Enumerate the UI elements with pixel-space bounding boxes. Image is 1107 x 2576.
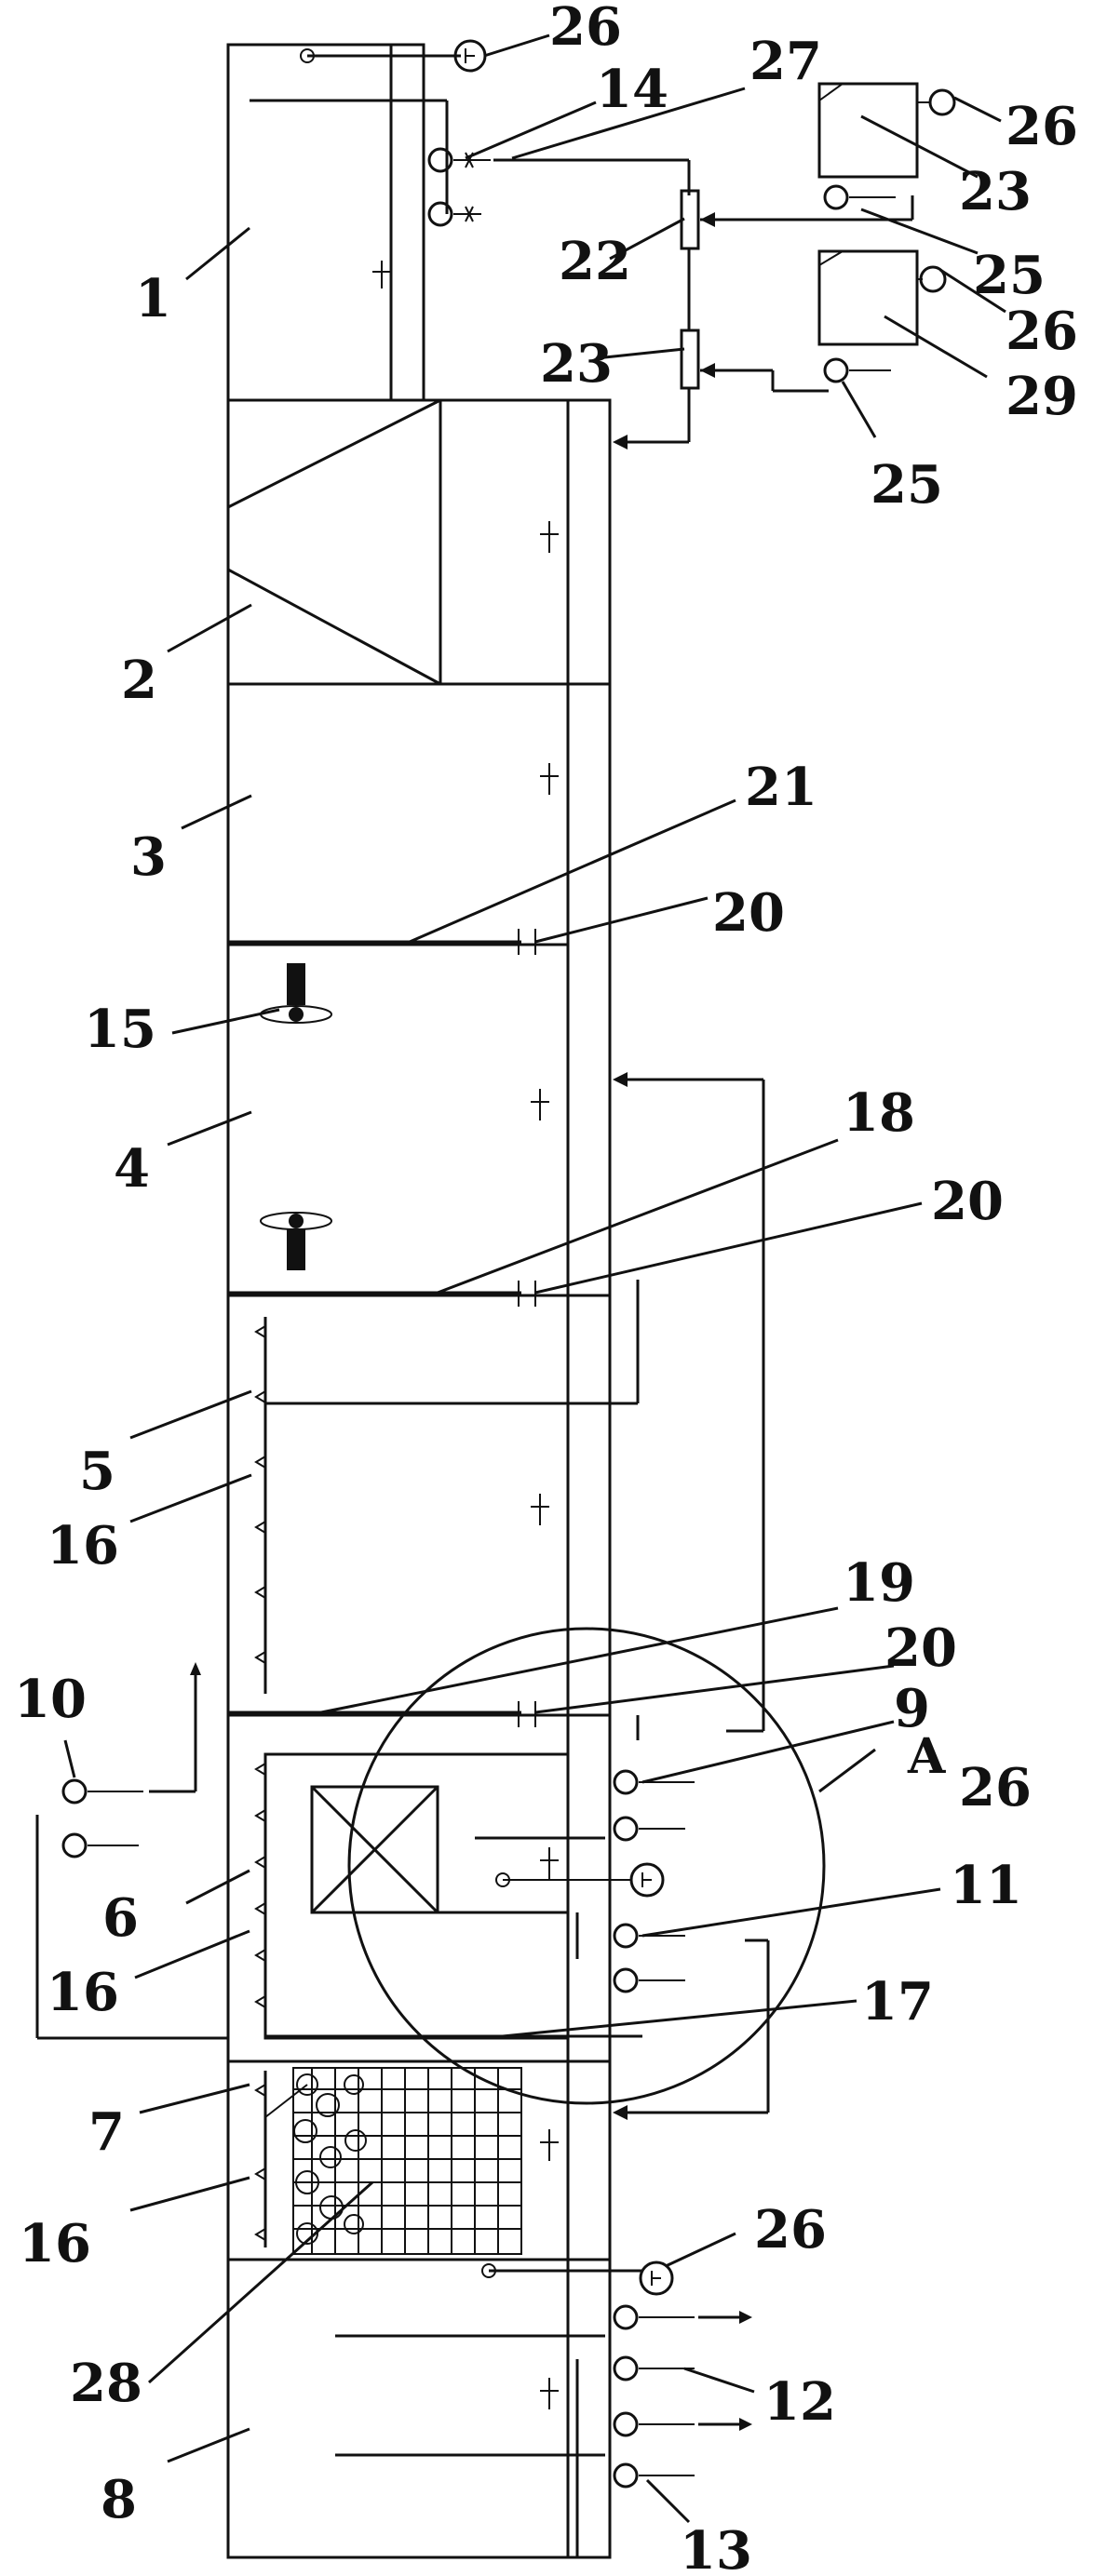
pump-14-lower [427,201,481,227]
valve-20-lower [518,1701,536,1727]
gauge-26-tank29 [917,265,947,293]
label-16-b: 16 [47,1962,119,2023]
label-26-b: 26 [1006,96,1078,157]
pump-12-lower [613,2355,695,2381]
blower-10-upper [61,1778,143,1805]
label-26-a: 26 [549,0,622,58]
aerator-nozzles-6 [254,1763,266,2008]
vent-cap [190,1662,201,1675]
main-tank-column [226,43,642,2559]
label-27: 27 [749,31,822,92]
arrow-out-13 [739,2418,752,2431]
label-25-b: 25 [871,454,943,516]
label-7: 7 [88,2101,125,2163]
label-17: 17 [861,1971,934,2033]
label-18: 18 [843,1082,915,1144]
label-20-b: 20 [931,1171,1004,1232]
label-26-c: 26 [1006,301,1078,362]
pump-11-lower [613,1967,685,1993]
main-body-outline [226,398,612,2559]
inclined-plate-lower [227,568,441,686]
label-11: 11 [950,1855,1022,1916]
label-13: 13 [680,2520,752,2576]
dosing-tank-29-lid [818,250,917,266]
label-19: 19 [843,1552,915,1614]
gauge-26-comp8 [481,2261,674,2296]
gauge-26-comp6 [495,1862,665,1898]
arrow-to-tank2 [613,435,628,449]
static-mixer-23 [680,329,700,390]
label-28: 28 [70,2353,142,2414]
pump-25-upper [823,184,896,210]
label-22: 22 [559,231,631,292]
pumps [61,39,956,2489]
label-20-c: 20 [884,1617,957,1679]
label-23-b: 23 [540,333,613,395]
arrow-feed-23 [700,363,715,378]
label-2: 2 [121,650,157,711]
arrow-feed-22 [700,212,715,227]
media-arrow-7 [264,2084,308,2118]
label-9: 9 [894,1678,930,1739]
label-10: 10 [14,1669,87,1730]
label-4: 4 [114,1138,150,1200]
label-26-e: 26 [754,2199,827,2261]
aerator-nozzles-7 [254,2084,266,2241]
inclined-plate-upper [227,398,441,509]
tank-1-outline [226,43,425,402]
valve-20-middle [518,1281,536,1307]
arrow-to-7 [613,2105,628,2120]
label-5: 5 [79,1441,115,1502]
dosing-tank-23 [817,82,919,179]
arrow-out-12 [739,2311,752,2324]
inclined-plate-box [226,398,442,686]
detail-circle-A [347,1627,826,2105]
aerator-nozzles-5 [254,1325,266,1664]
pump-12-upper [613,2304,695,2330]
label-14: 14 [596,59,668,120]
dosing-tank-23-lid [818,83,917,101]
label-20-a: 20 [712,882,785,944]
label-29: 29 [1006,366,1078,427]
label-16-c: 16 [19,2213,91,2274]
piping [35,54,919,2557]
mixer-15-top [260,963,332,1024]
pump-9-upper [613,1769,695,1795]
label-3: 3 [130,826,167,888]
blower-10-lower [61,1832,139,1858]
pump-13-lower [613,2462,695,2489]
mixer-15-bottom [260,1212,332,1270]
arrow-return-4 [613,1072,628,1087]
number-labels: 1 2 3 4 5 6 7 8 9 10 11 12 13 14 15 16 1… [14,0,1078,2576]
label-21: 21 [745,757,817,818]
pump-13-upper [613,2411,695,2437]
label-A: A [907,1728,946,1785]
filter-cross-b [310,1785,439,1914]
label-6: 6 [102,1887,139,1949]
label-1: 1 [135,268,171,329]
gauge-26-tank23 [917,88,956,116]
label-25-a: 25 [973,245,1046,306]
water-level-marks [372,261,559,2409]
filter-cross-box [310,1785,439,1914]
label-23-a: 23 [959,161,1032,222]
dosing-tank-29 [817,249,919,346]
filter-media-28 [292,2067,522,2255]
label-16-a: 16 [47,1515,119,1576]
label-26-d: 26 [959,1757,1032,1818]
label-15: 15 [84,999,156,1060]
leader-lines [63,34,1006,2524]
pump-9-lower [613,1816,685,1842]
label-12: 12 [763,2371,836,2433]
label-8: 8 [101,2469,137,2530]
pump-25-lower [823,357,891,383]
